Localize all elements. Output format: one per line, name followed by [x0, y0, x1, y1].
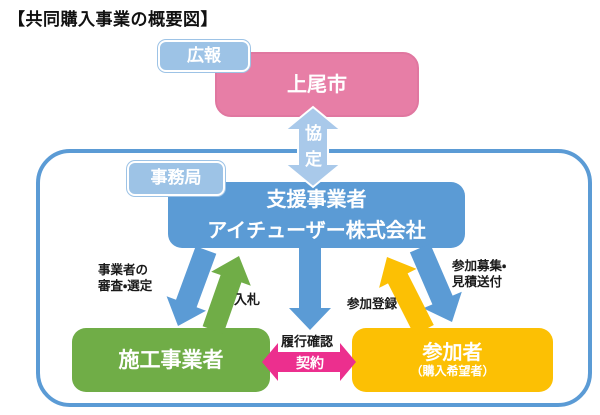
label-screening: 事業者の 審査・選定 [98, 262, 152, 295]
participants-line2: （購入希望者） [410, 364, 495, 379]
participants-line1: 参加者 [422, 340, 483, 365]
node-participants: 参加者 （購入希望者） [352, 328, 553, 392]
tag-secretariat: 事務局 [127, 161, 225, 196]
node-contractor: 施工事業者 [72, 328, 270, 392]
label-registration: 参加登録 [347, 296, 398, 311]
label-bidding: 入札 [234, 293, 261, 308]
tag-public-relations: 広報 [158, 40, 250, 72]
support-company-line1: 支援事業者 [266, 187, 367, 211]
label-screening-line2: 審査・選定 [98, 278, 153, 294]
label-contract: 契約 [296, 356, 324, 372]
support-company-line2: アイチューザー株式会社 [207, 218, 426, 242]
label-screening-line1: 事業者の [98, 262, 149, 277]
label-agreement: 協定 [305, 124, 322, 171]
label-performance-check: 履行確認 [281, 335, 334, 350]
page-title: 【共同購入事業の概要図】 [8, 10, 218, 30]
label-recruitment-line2: 見積送付 [452, 274, 503, 290]
label-recruitment-line1: 参加募集・ [452, 258, 507, 273]
label-recruitment: 参加募集・ 見積送付 [452, 258, 506, 291]
